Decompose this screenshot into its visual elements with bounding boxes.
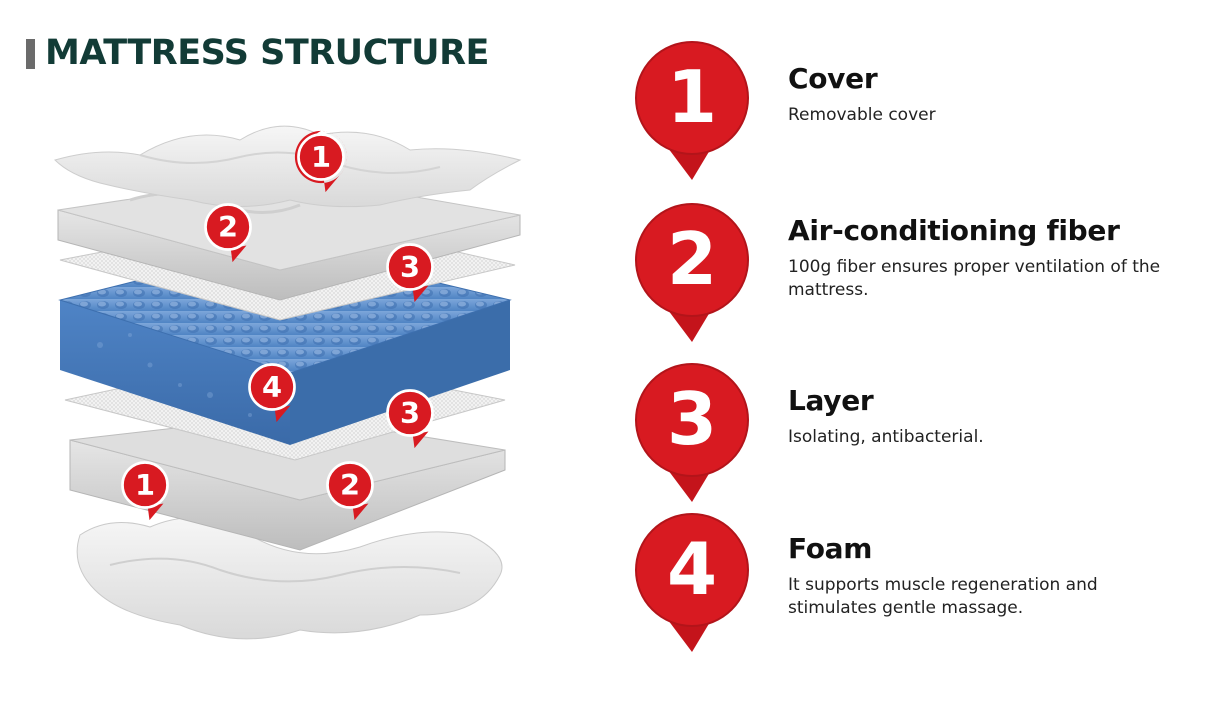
legend-description: 100g fiber ensures proper ventilation of… (788, 256, 1161, 300)
diagram-pin-label: 1 (135, 468, 155, 502)
diagram-pin-4: 4 (248, 363, 296, 423)
legend-description: Removable cover (788, 104, 936, 125)
diagram-pin-label: 1 (311, 140, 331, 174)
top-cover-layer (54, 125, 522, 208)
legend-pin-number: 1 (667, 55, 717, 139)
legend-pin-number: 3 (667, 377, 717, 461)
diagram-pin-3-bottom: 3 (386, 389, 434, 449)
map-pin-icon: 1 (635, 41, 749, 180)
diagram-pin-3-top: 3 (386, 243, 434, 303)
diagram-pin-label: 3 (400, 396, 420, 430)
legend-description: Isolating, antibacterial. (788, 426, 984, 447)
diagram-pin-label: 4 (262, 370, 282, 404)
map-pin-icon: 2 (635, 203, 749, 342)
diagram-pin-label: 3 (400, 250, 420, 284)
legend-title: Cover (788, 62, 878, 95)
diagram-pin-label: 2 (340, 468, 360, 502)
legend-item-foam: 4 Foam It supports muscle regeneration a… (630, 512, 1190, 662)
layer-legend: 1 Cover Removable cover 2 Air-conditioni… (630, 40, 1190, 680)
legend-title: Air-conditioning fiber (788, 214, 1120, 247)
legend-pin-number: 4 (667, 527, 717, 611)
diagram-pin-2-bottom: 2 (326, 461, 374, 521)
legend-item-fiber: 2 Air-conditioning fiber 100g fiber ensu… (630, 202, 1190, 352)
diagram-pin-label: 2 (218, 210, 238, 244)
legend-title: Layer (788, 384, 874, 417)
legend-description: It supports muscle regeneration and stim… (788, 574, 1098, 618)
legend-item-cover: 1 Cover Removable cover (630, 40, 1190, 190)
legend-title: Foam (788, 532, 873, 565)
page-title: MATTRESS STRUCTURE (45, 33, 489, 73)
diagram-pin-1-bottom: 1 (121, 461, 169, 521)
title-accent-bar (26, 38, 35, 69)
legend-item-layer: 3 Layer Isolating, antibacterial. (630, 362, 1190, 512)
legend-pin-number: 2 (667, 217, 717, 301)
diagram-pin-2-top: 2 (204, 203, 252, 263)
diagram-pin-1-top: 1 (294, 130, 348, 193)
mattress-illustration: 1 2 3 4 3 1 2 (54, 125, 522, 640)
map-pin-icon: 4 (635, 513, 749, 652)
map-pin-icon: 3 (635, 363, 749, 502)
page-header: MATTRESS STRUCTURE (26, 36, 489, 71)
